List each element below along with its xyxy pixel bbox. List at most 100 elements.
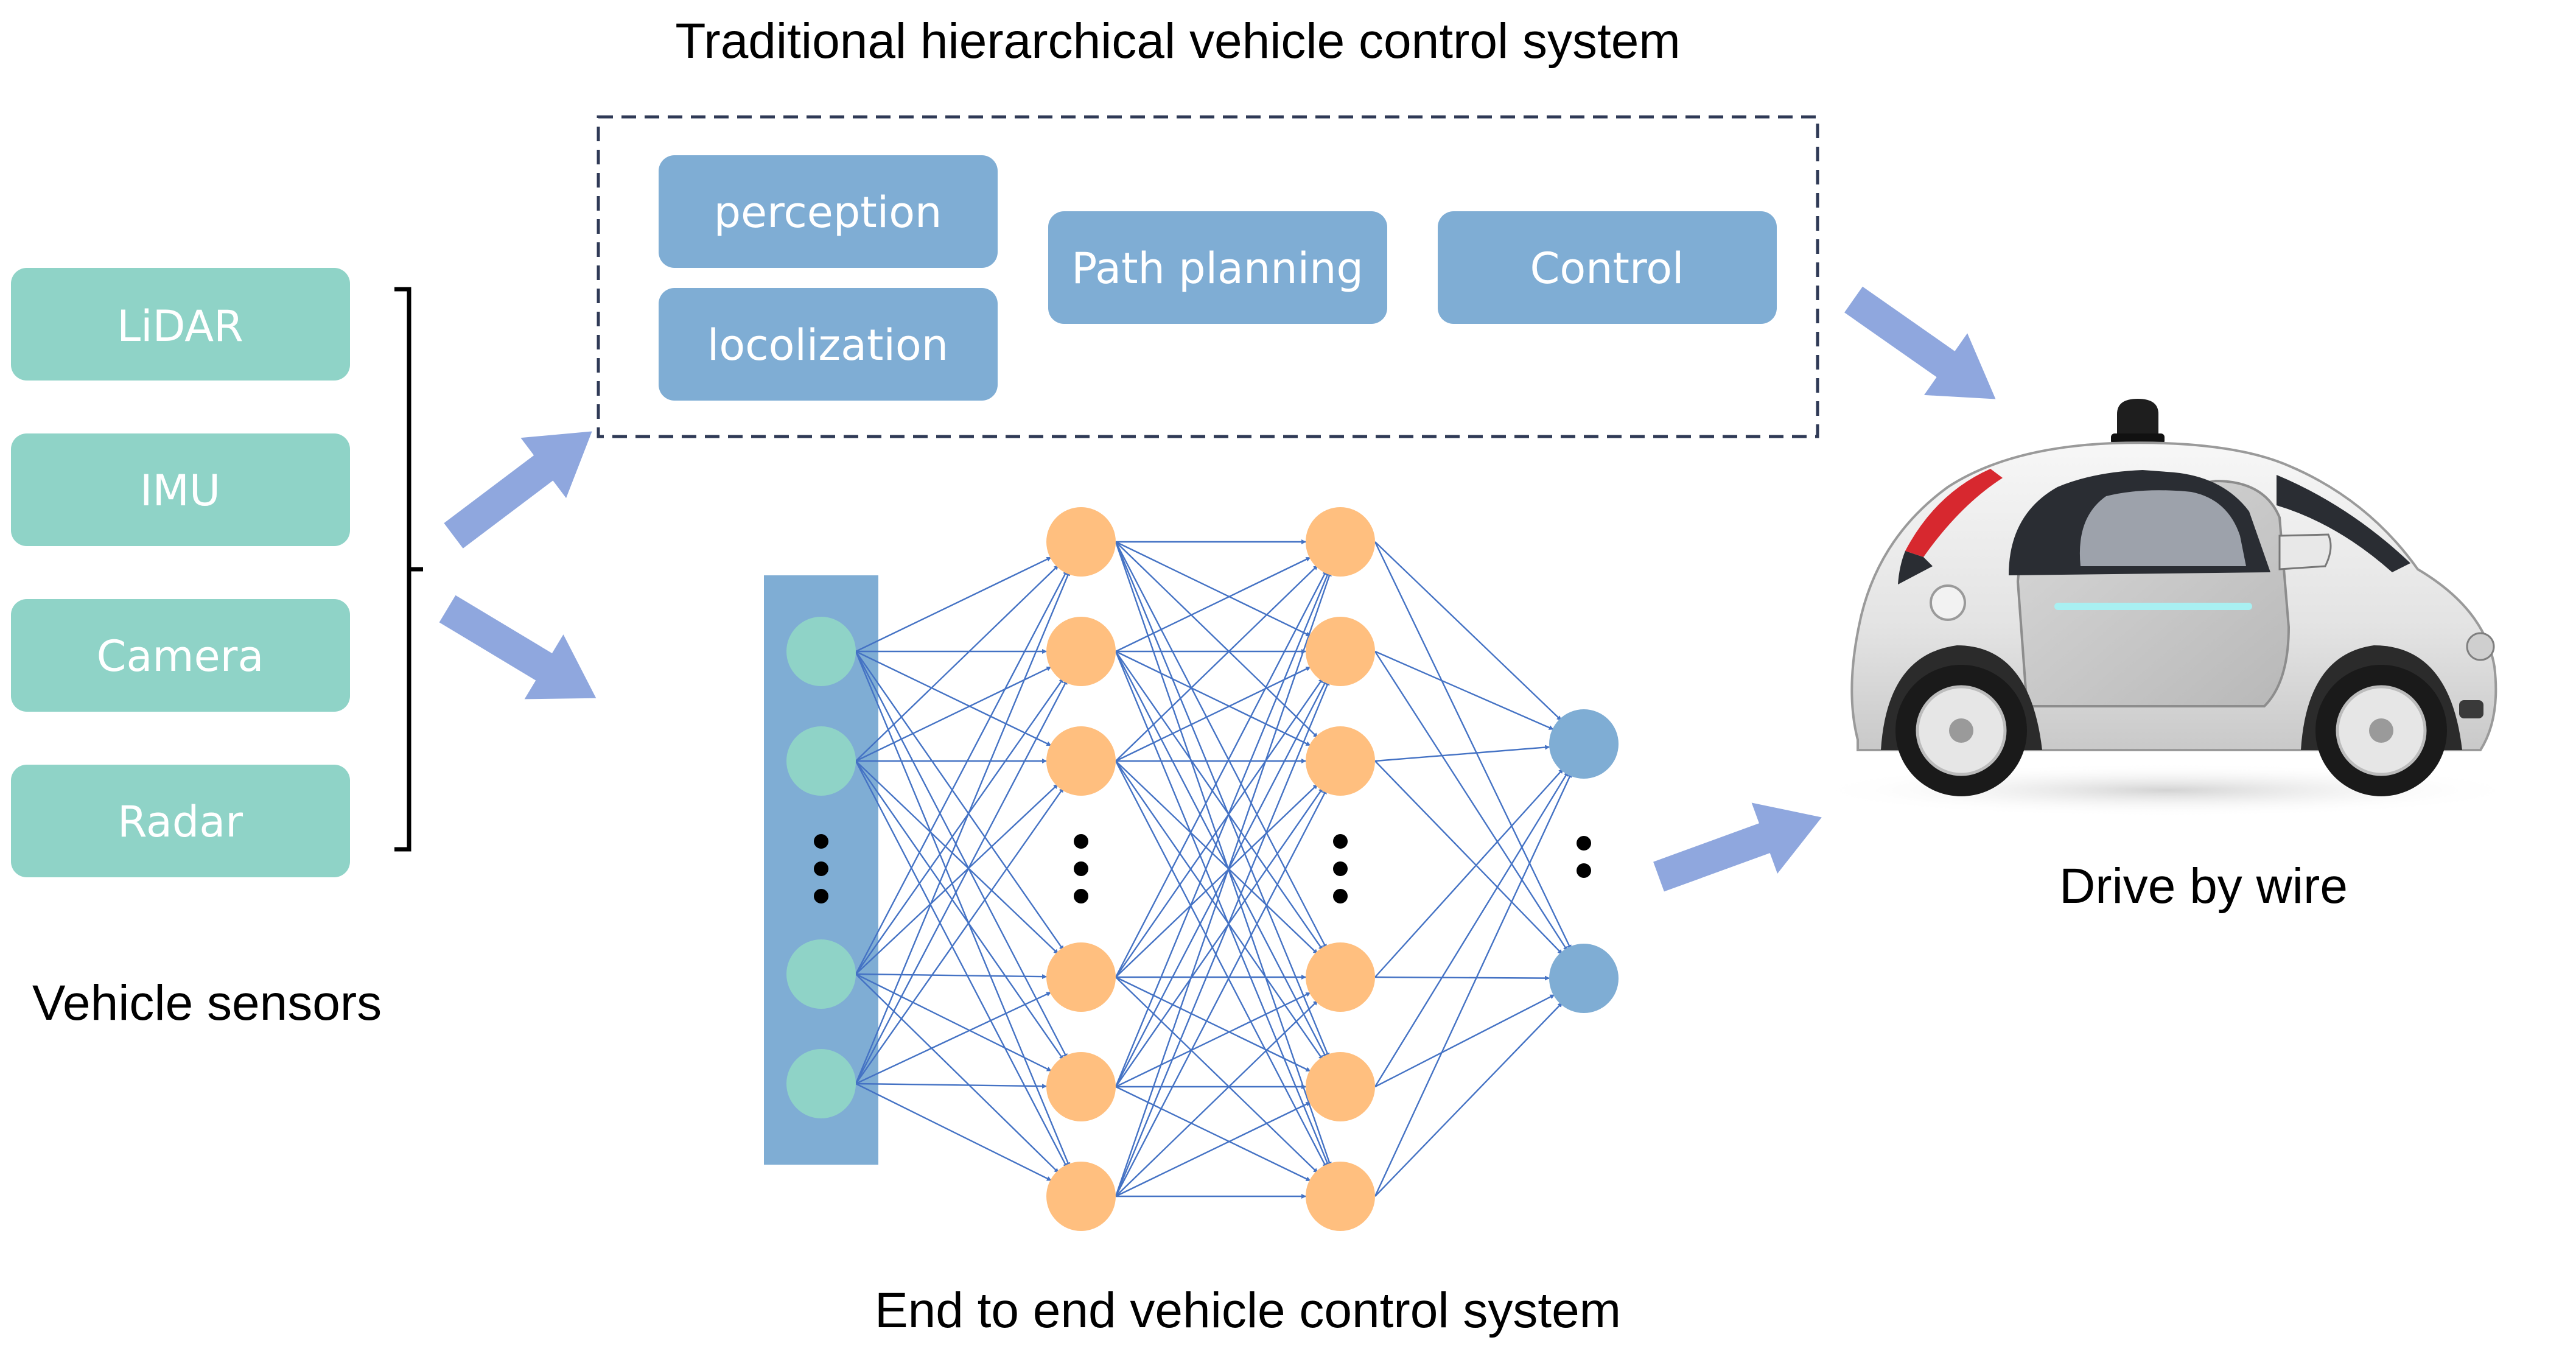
network-edge bbox=[1115, 650, 1311, 746]
pipeline-box-path-planning: Path planning bbox=[1048, 211, 1387, 324]
network-edge bbox=[1374, 975, 1550, 981]
network-edge bbox=[1115, 992, 1311, 1088]
network-edge bbox=[1115, 666, 1311, 762]
network-edge bbox=[1115, 760, 1328, 1168]
input-node bbox=[786, 1049, 856, 1118]
hidden-node bbox=[1046, 507, 1116, 577]
network-edge bbox=[855, 570, 1068, 975]
network-edge bbox=[1115, 570, 1330, 1087]
sensor-label-imu: IMU bbox=[140, 466, 220, 516]
traditional-system-title: Traditional hierarchical vehicle control… bbox=[675, 13, 1680, 69]
hidden-node bbox=[1306, 726, 1375, 796]
network-edge bbox=[855, 666, 1052, 762]
network-edge bbox=[1115, 651, 1328, 1059]
network-edge bbox=[855, 570, 1071, 1084]
network-edge bbox=[1115, 651, 1324, 951]
network-edge bbox=[1115, 678, 1324, 978]
ellipsis-dot bbox=[1577, 863, 1591, 878]
input-node bbox=[786, 617, 856, 686]
network-edge bbox=[1115, 976, 1311, 1072]
arrow-icon bbox=[1653, 802, 1822, 892]
network-edge bbox=[855, 651, 1065, 951]
network-edge bbox=[1374, 651, 1569, 952]
sensor-box-radar: Radar bbox=[11, 765, 350, 877]
sensor-box-camera: Camera bbox=[11, 599, 350, 712]
output-node bbox=[1549, 709, 1619, 779]
network-edge bbox=[1115, 1000, 1318, 1197]
hidden-node bbox=[1306, 942, 1375, 1012]
hidden-node bbox=[1306, 1052, 1375, 1121]
ellipsis-dot bbox=[814, 861, 828, 876]
network-edge bbox=[855, 787, 1064, 1084]
network-edge bbox=[1115, 541, 1311, 637]
network-edge bbox=[1115, 760, 1324, 1061]
ellipsis-dot bbox=[1074, 861, 1088, 876]
right-brace-icon bbox=[394, 287, 423, 852]
network-edge bbox=[1115, 556, 1311, 653]
network-edge bbox=[855, 973, 1048, 980]
network-edge bbox=[1115, 760, 1318, 955]
ellipsis-dot bbox=[1333, 861, 1348, 876]
network-edge bbox=[1115, 651, 1330, 1168]
neural-network bbox=[764, 507, 1619, 1231]
network-edge bbox=[855, 679, 1068, 1084]
input-node bbox=[786, 726, 856, 796]
ellipsis-dot bbox=[814, 889, 828, 903]
network-edge bbox=[1374, 541, 1572, 950]
sensor-label-camera: Camera bbox=[97, 631, 264, 681]
hidden-node bbox=[1046, 726, 1116, 796]
hidden-node bbox=[1046, 942, 1116, 1012]
ellipsis-dot bbox=[1333, 889, 1348, 903]
network-edges bbox=[855, 539, 1572, 1199]
network-edge bbox=[855, 651, 1071, 1168]
network-edge bbox=[1115, 571, 1332, 1197]
pipeline-box-control: Control bbox=[1438, 211, 1777, 324]
pipeline-label-control: Control bbox=[1530, 244, 1684, 293]
network-edge bbox=[1115, 787, 1324, 1087]
network-edge bbox=[1115, 784, 1318, 978]
hidden-node bbox=[1306, 617, 1375, 686]
network-edge bbox=[1374, 541, 1562, 721]
vehicle-sensors-label: Vehicle sensors bbox=[32, 975, 382, 1031]
output-node bbox=[1549, 944, 1619, 1013]
network-edge bbox=[855, 760, 1068, 1168]
network-edge bbox=[1115, 570, 1328, 978]
network-edge bbox=[1374, 650, 1554, 731]
network-edge bbox=[1374, 994, 1555, 1088]
pipeline-label-path-planning: Path planning bbox=[1071, 244, 1363, 293]
hidden-node bbox=[1306, 1162, 1375, 1231]
network-edge bbox=[855, 651, 1068, 1059]
sensor-label-lidar: LiDAR bbox=[117, 301, 243, 351]
network-edge bbox=[855, 1082, 1052, 1181]
network-edge bbox=[1374, 772, 1572, 1197]
pipeline-label-localization: locolization bbox=[707, 320, 948, 370]
network-edge bbox=[855, 1082, 1048, 1089]
network-edge bbox=[855, 991, 1052, 1085]
hidden-node bbox=[1046, 1052, 1116, 1121]
network-edge bbox=[855, 678, 1064, 975]
ellipsis-dot bbox=[1333, 834, 1348, 849]
arrow-icon bbox=[444, 431, 592, 549]
network-edge bbox=[1374, 768, 1564, 978]
network-edge bbox=[1115, 541, 1332, 1167]
sensor-label-radar: Radar bbox=[117, 797, 243, 847]
network-edge bbox=[1115, 541, 1328, 949]
hidden-node bbox=[1046, 1162, 1116, 1231]
input-node bbox=[786, 939, 856, 1009]
network-nodes bbox=[786, 507, 1619, 1231]
network-edge bbox=[855, 556, 1052, 653]
sensor-box-lidar: LiDAR bbox=[11, 268, 350, 381]
network-edge bbox=[1115, 977, 1318, 1174]
arrow-icon bbox=[439, 595, 597, 700]
sensor-stack: LiDAR IMU Camera Radar bbox=[11, 268, 350, 877]
network-edge bbox=[1374, 771, 1569, 1087]
pipeline-box-perception: perception bbox=[659, 155, 998, 268]
network-edge bbox=[1115, 789, 1328, 1197]
network-edge bbox=[855, 973, 1059, 1173]
network-edge bbox=[1115, 680, 1330, 1197]
drive-by-wire-label: Drive by wire bbox=[2059, 858, 2348, 914]
arrow-icon bbox=[1844, 286, 1996, 399]
pipeline-label-perception: perception bbox=[714, 188, 942, 237]
